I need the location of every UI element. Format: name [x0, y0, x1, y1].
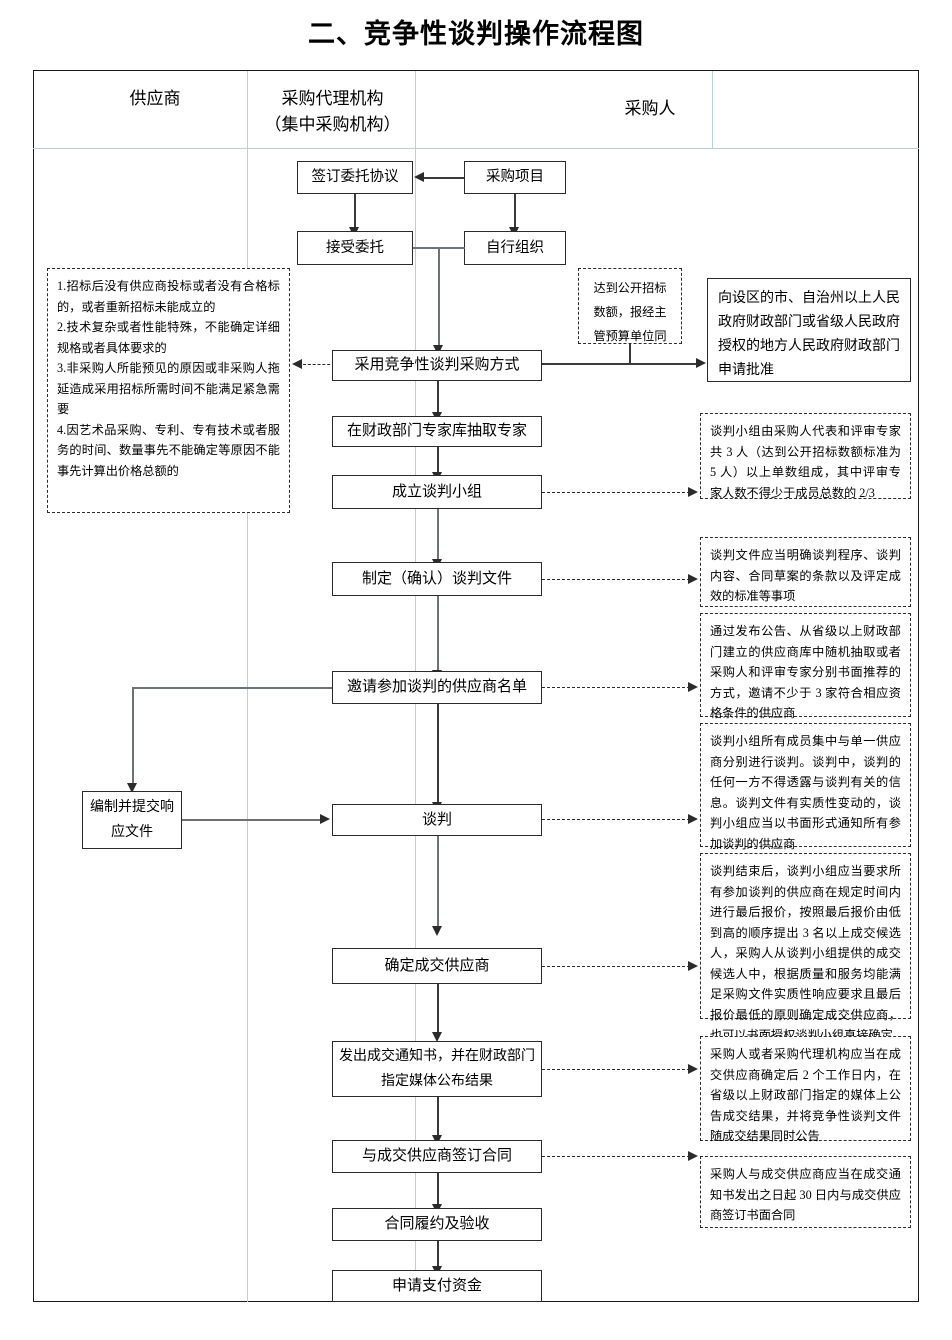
- arrowhead-method-to-approval: [696, 358, 706, 368]
- box-make-docs[interactable]: 制定（确认）谈判文件: [332, 562, 542, 596]
- lane-divider-3: [712, 71, 713, 149]
- connector-method-to-approval: [542, 363, 698, 365]
- box-prepare-response[interactable]: 编制并提交响应文件: [82, 791, 182, 849]
- note-negotiation-rule: 谈判小组所有成员集中与单一供应商分别进行谈判。谈判中，谈判的任何一方不得透露与谈…: [700, 723, 911, 851]
- note-group-composition-text: 谈判小组由采购人代表和评审专家共 3 人（达到公开招标数额标准为 5 人）以上单…: [710, 424, 901, 500]
- note-contract-rule-text: 采购人与成交供应商应当在成交通知书发出之日起 30 日内与成交供应商签订书面合同: [710, 1167, 901, 1222]
- connector-contract-to-perform: [437, 1173, 439, 1206]
- note-conditions: 1.招标后没有供应商投标或者没有合格标的，或者重新招标未能成立的 2.技术复杂或…: [47, 268, 290, 513]
- note-contract-rule: 采购人与成交供应商应当在成交通知书发出之日起 30 日内与成交供应商签订书面合同: [700, 1156, 911, 1228]
- connector-contract-to-note: [542, 1156, 690, 1157]
- box-sign-contract[interactable]: 与成交供应商签订合同: [332, 1140, 542, 1173]
- box-determine-supplier[interactable]: 确定成交供应商: [332, 948, 542, 984]
- arrowhead-determine-to-notice: [432, 1032, 442, 1042]
- box-sign-entrust[interactable]: 签订委托协议: [297, 161, 413, 194]
- box-draw-experts[interactable]: 在财政部门专家库抽取专家: [332, 416, 542, 447]
- connector-project-to-sign: [424, 177, 464, 179]
- box-negotiate[interactable]: 谈判: [332, 804, 542, 836]
- connector-threshold-down: [629, 344, 631, 364]
- connector-notice-to-contract: [437, 1097, 439, 1137]
- connector-sign-to-accept: [354, 194, 356, 228]
- page-title: 二、竞争性谈判操作流程图: [308, 19, 644, 49]
- connector-determine-to-notice: [437, 984, 439, 1034]
- connector-docs-to-note: [542, 579, 690, 580]
- connector-response-to-negotiate: [182, 819, 321, 821]
- box-apply-payment[interactable]: 申请支付资金: [332, 1270, 542, 1302]
- connector-method-to-experts: [437, 381, 439, 414]
- connector-invite-to-note: [542, 687, 690, 688]
- arrowhead-determine-to-note: [688, 961, 698, 971]
- note-threshold: 达到公开招标数额，报经主管预算单位同: [578, 268, 682, 344]
- note-invite-method: 通过发布公告、从省级以上财政部门建立的供应商库中随机抽取或者采购人和评审专家分别…: [700, 613, 911, 720]
- arrowhead-group-to-note: [688, 487, 698, 497]
- note-final-quote-rule: 谈判结束后，谈判小组应当要求所有参加谈判的供应商在规定时间内进行最后报价，按照最…: [700, 853, 911, 1042]
- box-invite-list[interactable]: 邀请参加谈判的供应商名单: [332, 671, 542, 704]
- connector-negotiate-to-determine: [437, 836, 439, 928]
- box-form-group[interactable]: 成立谈判小组: [332, 475, 542, 509]
- note-doc-content-text: 谈判文件应当明确谈判程序、谈判内容、合同草案的条款以及评定成效的标准等事项: [710, 548, 901, 603]
- note-negotiation-rule-text: 谈判小组所有成员集中与单一供应商分别进行谈判。谈判中，谈判的任何一方不得透露与谈…: [710, 734, 901, 851]
- box-self-organize[interactable]: 自行组织: [464, 231, 566, 265]
- connector-negotiate-to-note: [542, 819, 690, 820]
- connector-invite-to-negotiate: [437, 704, 439, 804]
- arrowhead-docs-to-note: [688, 574, 698, 584]
- lane-header-agency: 采购代理机构 （集中采购机构）: [250, 86, 415, 138]
- connector-group-to-docs: [437, 509, 439, 561]
- arrowhead-left-to-response: [127, 783, 137, 793]
- arrowhead-method-to-conditions: [292, 359, 302, 369]
- lane-header-agency-line1: 采购代理机构: [281, 89, 384, 108]
- note-conditions-item-2: 2.技术复杂或者性能特殊，不能确定详细规格或者具体要求的: [57, 320, 280, 355]
- arrowhead-negotiate-to-note: [688, 814, 698, 824]
- arrowhead-invite-to-note: [688, 682, 698, 692]
- connector-determine-to-note: [542, 966, 690, 967]
- note-conditions-item-4: 4.因艺术品采购、专利、专有技术或者服务的时间、数量事先不能确定等原因不能事先计…: [57, 422, 280, 478]
- connector-notice-to-note: [542, 1069, 690, 1070]
- lane-header-purchaser: 采购人: [624, 99, 676, 118]
- connector-join-down: [438, 247, 440, 347]
- note-conditions-item-3: 3.非采购人所能预见的原因或非采购人拖延造成采用招标所需时间不能满足紧急需要: [57, 361, 280, 416]
- note-conditions-item-1: 1.招标后没有供应商投标或者没有合格标的，或者重新招标未能成立的: [57, 279, 280, 314]
- box-apply-approval[interactable]: 向设区的市、自治州以上人民政府财政部门或省级人民政府授权的地方人民政府财政部门申…: [707, 278, 911, 382]
- connector-group-to-note: [542, 492, 690, 493]
- arrowhead-response-to-negotiate: [320, 814, 330, 824]
- arrowhead-negotiate-to-determine: [432, 926, 442, 936]
- note-threshold-text: 达到公开招标数额，报经主管预算单位同: [593, 281, 667, 343]
- lane-header-supplier: 供应商: [129, 89, 181, 108]
- connector-perform-to-payment: [437, 1241, 439, 1268]
- note-announce-rule: 采购人或者采购代理机构应当在成交供应商确定后 2 个工作日内，在省级以上财政部门…: [700, 1036, 911, 1143]
- box-issue-notice[interactable]: 发出成交通知书，并在财政部门指定媒体公布结果: [332, 1041, 542, 1097]
- box-accept-entrust[interactable]: 接受委托: [297, 231, 413, 265]
- header-rule: [33, 148, 919, 149]
- arrowhead-project-to-sign: [414, 172, 424, 182]
- note-announce-rule-text: 采购人或者采购代理机构应当在成交供应商确定后 2 个工作日内，在省级以上财政部门…: [710, 1047, 901, 1143]
- note-doc-content: 谈判文件应当明确谈判程序、谈判内容、合同草案的条款以及评定成效的标准等事项: [700, 537, 911, 607]
- note-invite-method-text: 通过发布公告、从省级以上财政部门建立的供应商库中随机抽取或者采购人和评审专家分别…: [710, 624, 901, 720]
- connector-left-down: [132, 687, 134, 785]
- lane-divider-1: [247, 71, 248, 1302]
- box-purchase-project[interactable]: 采购项目: [464, 161, 566, 194]
- arrowhead-notice-to-note: [688, 1064, 698, 1074]
- connector-invite-to-left: [132, 687, 332, 689]
- lane-header-agency-line2: （集中采购机构）: [264, 115, 401, 134]
- connector-project-to-self: [514, 194, 516, 228]
- connector-method-to-conditions: [303, 364, 335, 365]
- note-final-quote-rule-text: 谈判结束后，谈判小组应当要求所有参加谈判的供应商在规定时间内进行最后报价，按照最…: [710, 864, 901, 1042]
- connector-experts-to-group: [437, 447, 439, 474]
- box-adopt-method[interactable]: 采用竞争性谈判采购方式: [332, 350, 542, 381]
- arrowhead-contract-to-note: [688, 1151, 698, 1161]
- connector-docs-to-invite: [437, 596, 439, 672]
- note-group-composition: 谈判小组由采购人代表和评审专家共 3 人（达到公开招标数额标准为 5 人）以上单…: [700, 413, 911, 500]
- box-perform-accept[interactable]: 合同履约及验收: [332, 1208, 542, 1241]
